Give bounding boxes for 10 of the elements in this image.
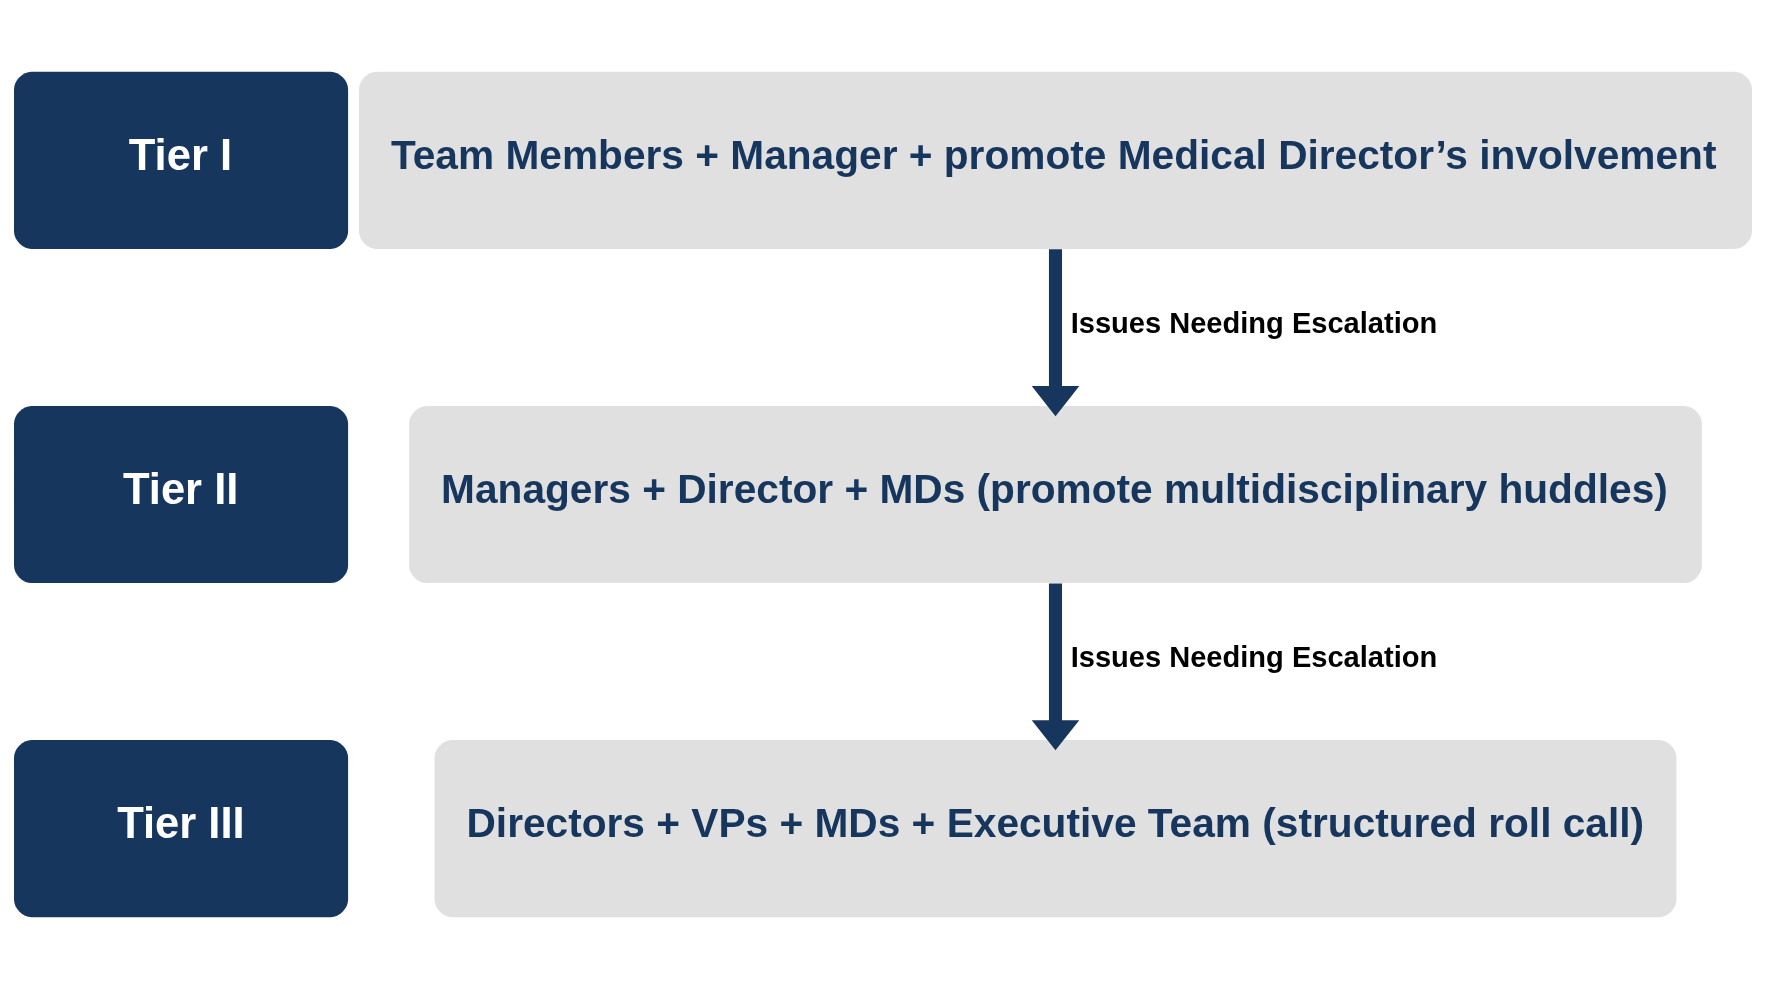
node-box: Tier I: [14, 71, 349, 249]
edge-label: Issues Needing Escalation: [1070, 641, 1438, 674]
arrow: [1031, 249, 1080, 417]
node-box: Tier II: [14, 405, 349, 584]
arrow: [1031, 583, 1080, 751]
node-box: Managers + Director + MDs (promote multidisciplinary huddles): [409, 405, 1702, 584]
node-box: Directors + VPs + MDs + Executive Team (structured roll call): [434, 740, 1677, 918]
edge-label: Issues Needing Escalation: [1070, 307, 1438, 340]
node-box: Tier III: [14, 740, 349, 918]
node-box: Team Members + Manager + promote Medical Director’s involvement: [359, 71, 1752, 249]
